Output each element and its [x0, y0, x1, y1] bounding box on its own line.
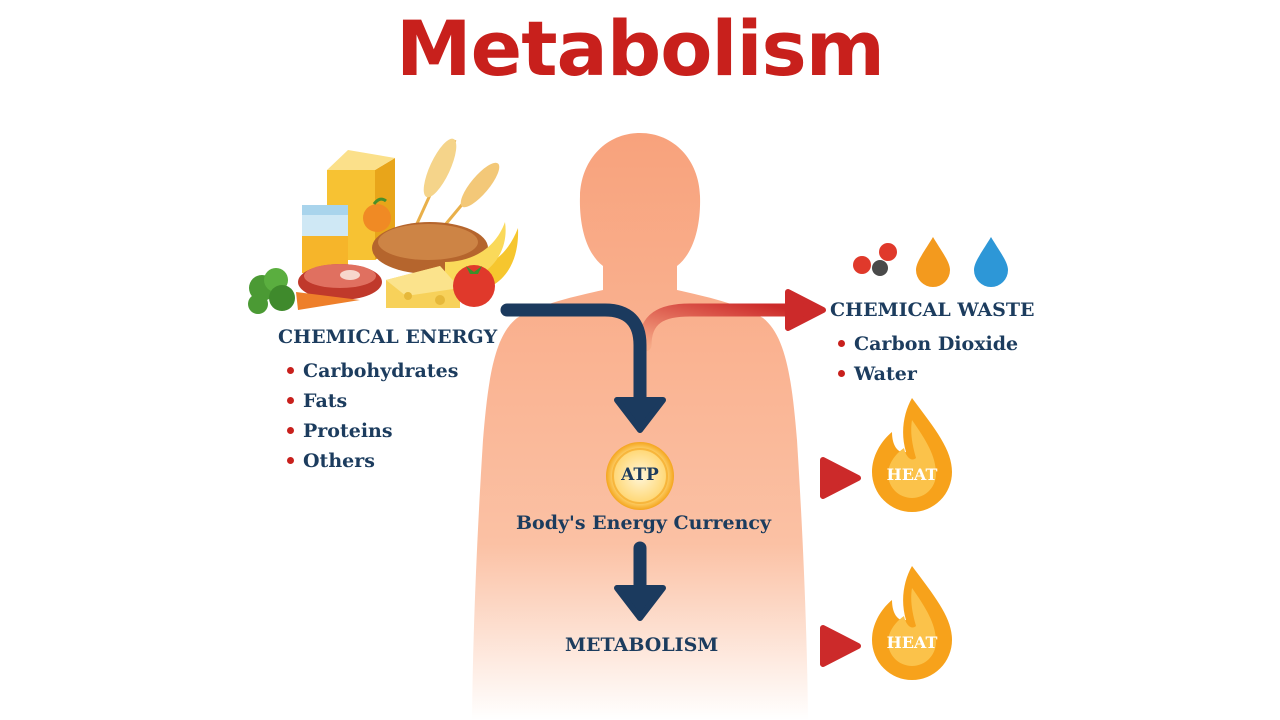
list-item: Carbon Dioxide — [838, 329, 1018, 359]
co2-molecule-icon — [853, 243, 897, 276]
flame-icon — [872, 566, 952, 680]
chemical-waste-heading: CHEMICAL WASTE — [830, 299, 1035, 321]
food-icon — [248, 138, 519, 314]
chemical-energy-heading: CHEMICAL ENERGY — [278, 326, 498, 348]
page-title: Metabolism — [396, 4, 885, 93]
list-item: Proteins — [287, 416, 458, 446]
chemical-waste-list: Carbon Dioxide Water — [838, 329, 1018, 389]
chemical-energy-list: Carbohydrates Fats Proteins Others — [287, 356, 458, 476]
water-drop-icon — [974, 237, 1008, 287]
list-item: Carbohydrates — [287, 356, 458, 386]
atp-coin-icon — [606, 442, 674, 510]
arrow-metabolism-to-heat — [717, 625, 861, 667]
heat-label: HEAT — [886, 465, 938, 484]
arrow-atp-to-metabolism — [614, 541, 666, 621]
flame-icon — [872, 398, 952, 512]
arrow-food-to-atp — [500, 303, 666, 433]
heat-label: HEAT — [886, 633, 938, 652]
list-item: Fats — [287, 386, 458, 416]
arrow-atp-to-heat — [681, 457, 861, 499]
list-item: Others — [287, 446, 458, 476]
atp-caption: Body's Energy Currency — [516, 512, 771, 534]
metabolism-label: METABOLISM — [565, 634, 719, 656]
atp-label: ATP — [621, 465, 659, 485]
orange-drop-icon — [916, 237, 950, 287]
list-item: Water — [838, 359, 1018, 389]
